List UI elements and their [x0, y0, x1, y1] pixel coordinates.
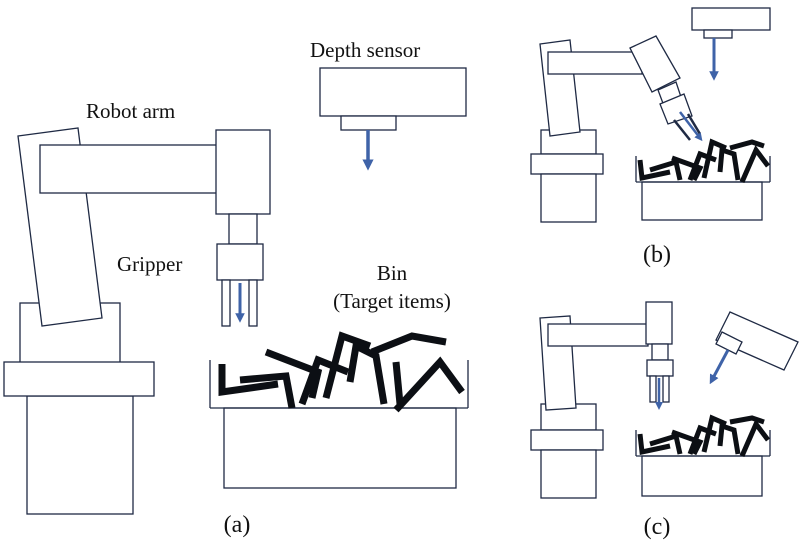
robot-arm-c: [539, 301, 673, 411]
panel-label-c: (c): [644, 514, 671, 540]
target-items-a: [218, 331, 465, 413]
target-items-b: [637, 138, 770, 184]
bin-b: [635, 156, 771, 221]
gripper-arrow-b: [679, 111, 703, 142]
panel-label-b: (b): [643, 242, 671, 268]
gripper-b: [657, 81, 703, 142]
robot-arm-label: Robot arm: [86, 99, 175, 123]
robot-arm-a: [17, 127, 271, 327]
gripper-label: Gripper: [117, 252, 182, 276]
bin-a: [209, 360, 469, 489]
target-items-label: (Target items): [333, 289, 451, 313]
target-items-c: [637, 414, 770, 458]
panel-b: (b): [530, 7, 771, 268]
depth-sensor-c: [709, 311, 799, 385]
bin-label: Bin: [377, 261, 408, 285]
depth-sensor-a: [319, 67, 467, 171]
panel-c: (c): [530, 301, 799, 540]
depth-sensor-b: [691, 7, 771, 81]
gripper-a: [216, 213, 264, 327]
panel-label-a: (a): [224, 512, 251, 538]
sensor-arrow-c: [709, 349, 730, 385]
bin-c: [635, 430, 771, 497]
robot-base-b: [530, 129, 604, 223]
robot-arm-b: [539, 35, 681, 137]
gripper-c: [646, 343, 674, 411]
robot-base-a: [3, 302, 155, 515]
depth-sensor-label: Depth sensor: [310, 38, 420, 62]
panel-a: Robot arm Depth sensor Gripper Bin (Targ…: [3, 38, 469, 538]
robot-base-c: [530, 403, 604, 499]
